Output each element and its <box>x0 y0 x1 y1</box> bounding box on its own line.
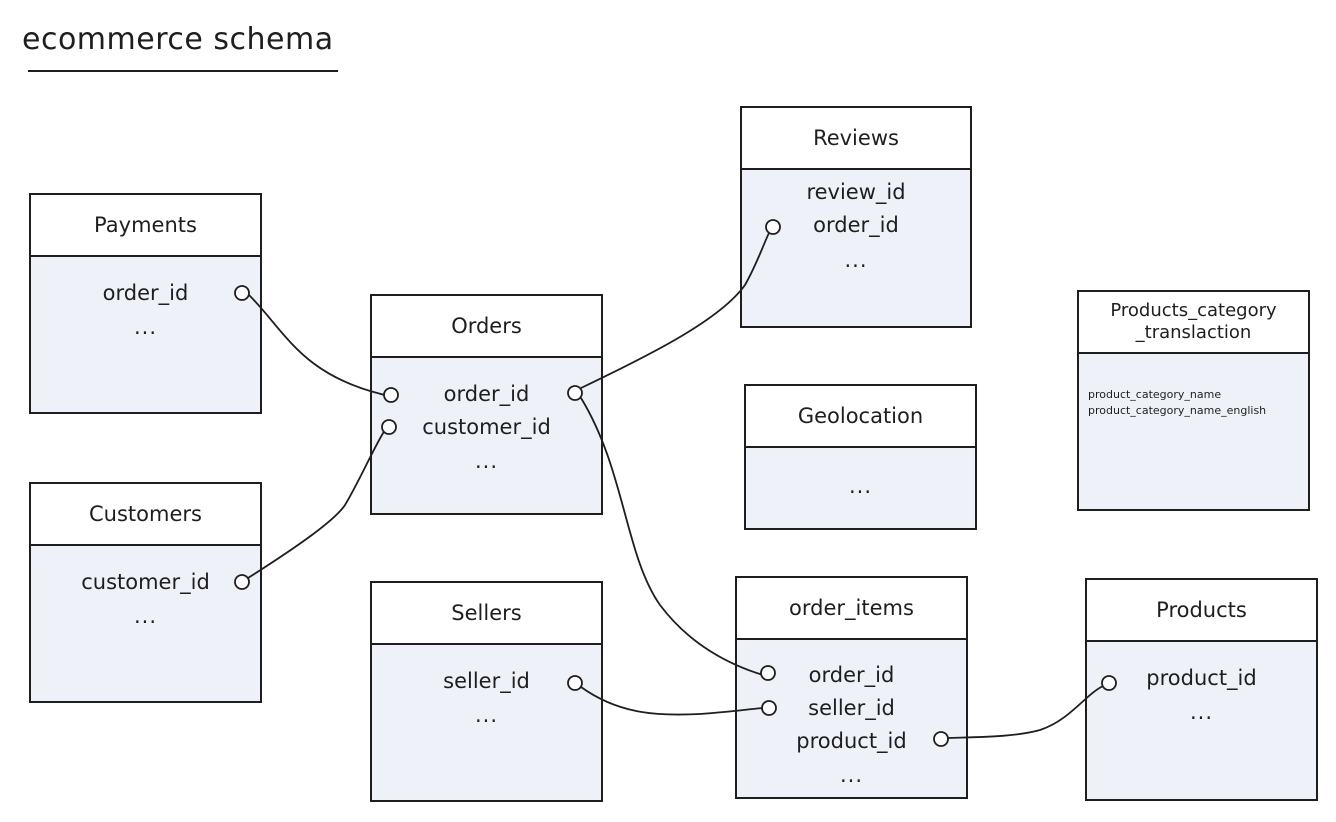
table-header-line: Products_category <box>1110 300 1277 321</box>
more-fields: ... <box>844 248 868 272</box>
table-header: Customers <box>31 484 260 546</box>
more-fields: ... <box>848 474 873 498</box>
field-order-id: order_id <box>813 213 899 237</box>
field-product-category-name: product_category_name <box>1088 388 1222 401</box>
table-header: Geolocation <box>746 386 975 448</box>
field-order-id: order_id <box>102 281 189 305</box>
more-fields: ... <box>839 763 864 787</box>
table-payments[interactable]: Payments order_id ... <box>29 193 262 414</box>
link-orders-order-items <box>580 397 764 676</box>
field-order-id: order_id <box>443 382 530 406</box>
port-payments-order-id[interactable] <box>234 285 250 301</box>
port-orders-order-id-left[interactable] <box>383 387 399 403</box>
table-header: order_items <box>737 578 966 640</box>
table-reviews[interactable]: Reviews review_id order_id ... <box>740 106 972 328</box>
link-customers-orders <box>247 429 386 579</box>
table-header: Products <box>1087 580 1316 642</box>
field-product-category-name-english: product_category_name_english <box>1088 404 1267 417</box>
table-header: Products_category _translaction <box>1079 292 1308 354</box>
more-fields: ... <box>474 703 499 727</box>
port-order-items-product-id[interactable] <box>933 731 949 747</box>
port-orders-customer-id[interactable] <box>381 419 397 435</box>
table-header-line: _translaction <box>1135 322 1252 343</box>
port-orders-order-id-right[interactable] <box>567 385 583 401</box>
table-customers[interactable]: Customers customer_id ... <box>29 482 262 703</box>
port-order-items-seller-id[interactable] <box>761 700 777 716</box>
port-reviews-order-id[interactable] <box>765 219 781 235</box>
field-seller-id: seller_id <box>443 669 530 693</box>
more-fields: ... <box>133 315 158 339</box>
more-fields: ... <box>1189 700 1214 724</box>
field-product-id: product_id <box>796 729 907 753</box>
title-underline <box>28 70 338 72</box>
field-customer-id: customer_id <box>422 415 551 439</box>
table-orders[interactable]: Orders order_id customer_id ... <box>370 294 603 515</box>
table-header: Orders <box>372 296 601 358</box>
table-header: Reviews <box>742 108 970 170</box>
table-geolocation[interactable]: Geolocation ... <box>744 384 977 530</box>
more-fields: ... <box>133 604 158 628</box>
table-order-items[interactable]: order_items order_id seller_id product_i… <box>735 576 968 799</box>
diagram-title: ecommerce schema <box>22 22 334 57</box>
port-sellers-seller-id[interactable] <box>567 675 583 691</box>
table-header: Payments <box>31 195 260 257</box>
table-products-category-translation[interactable]: Products_category _translaction product_… <box>1077 290 1310 511</box>
port-order-items-order-id[interactable] <box>760 665 776 681</box>
port-customers-customer-id[interactable] <box>234 574 250 590</box>
field-product-id: product_id <box>1146 666 1257 690</box>
table-products[interactable]: Products product_id ... <box>1085 578 1318 801</box>
table-header: Sellers <box>372 583 601 645</box>
field-review-id: review_id <box>806 180 906 204</box>
table-sellers[interactable]: Sellers seller_id ... <box>370 581 603 802</box>
link-orders-reviews <box>580 230 771 389</box>
link-order-items-products <box>947 685 1104 739</box>
field-order-id: order_id <box>808 663 895 687</box>
more-fields: ... <box>474 449 499 473</box>
link-payments-orders <box>246 292 386 396</box>
port-products-product-id[interactable] <box>1101 675 1117 691</box>
link-sellers-order-items <box>580 686 764 716</box>
field-customer-id: customer_id <box>81 570 210 594</box>
field-seller-id: seller_id <box>808 696 895 720</box>
